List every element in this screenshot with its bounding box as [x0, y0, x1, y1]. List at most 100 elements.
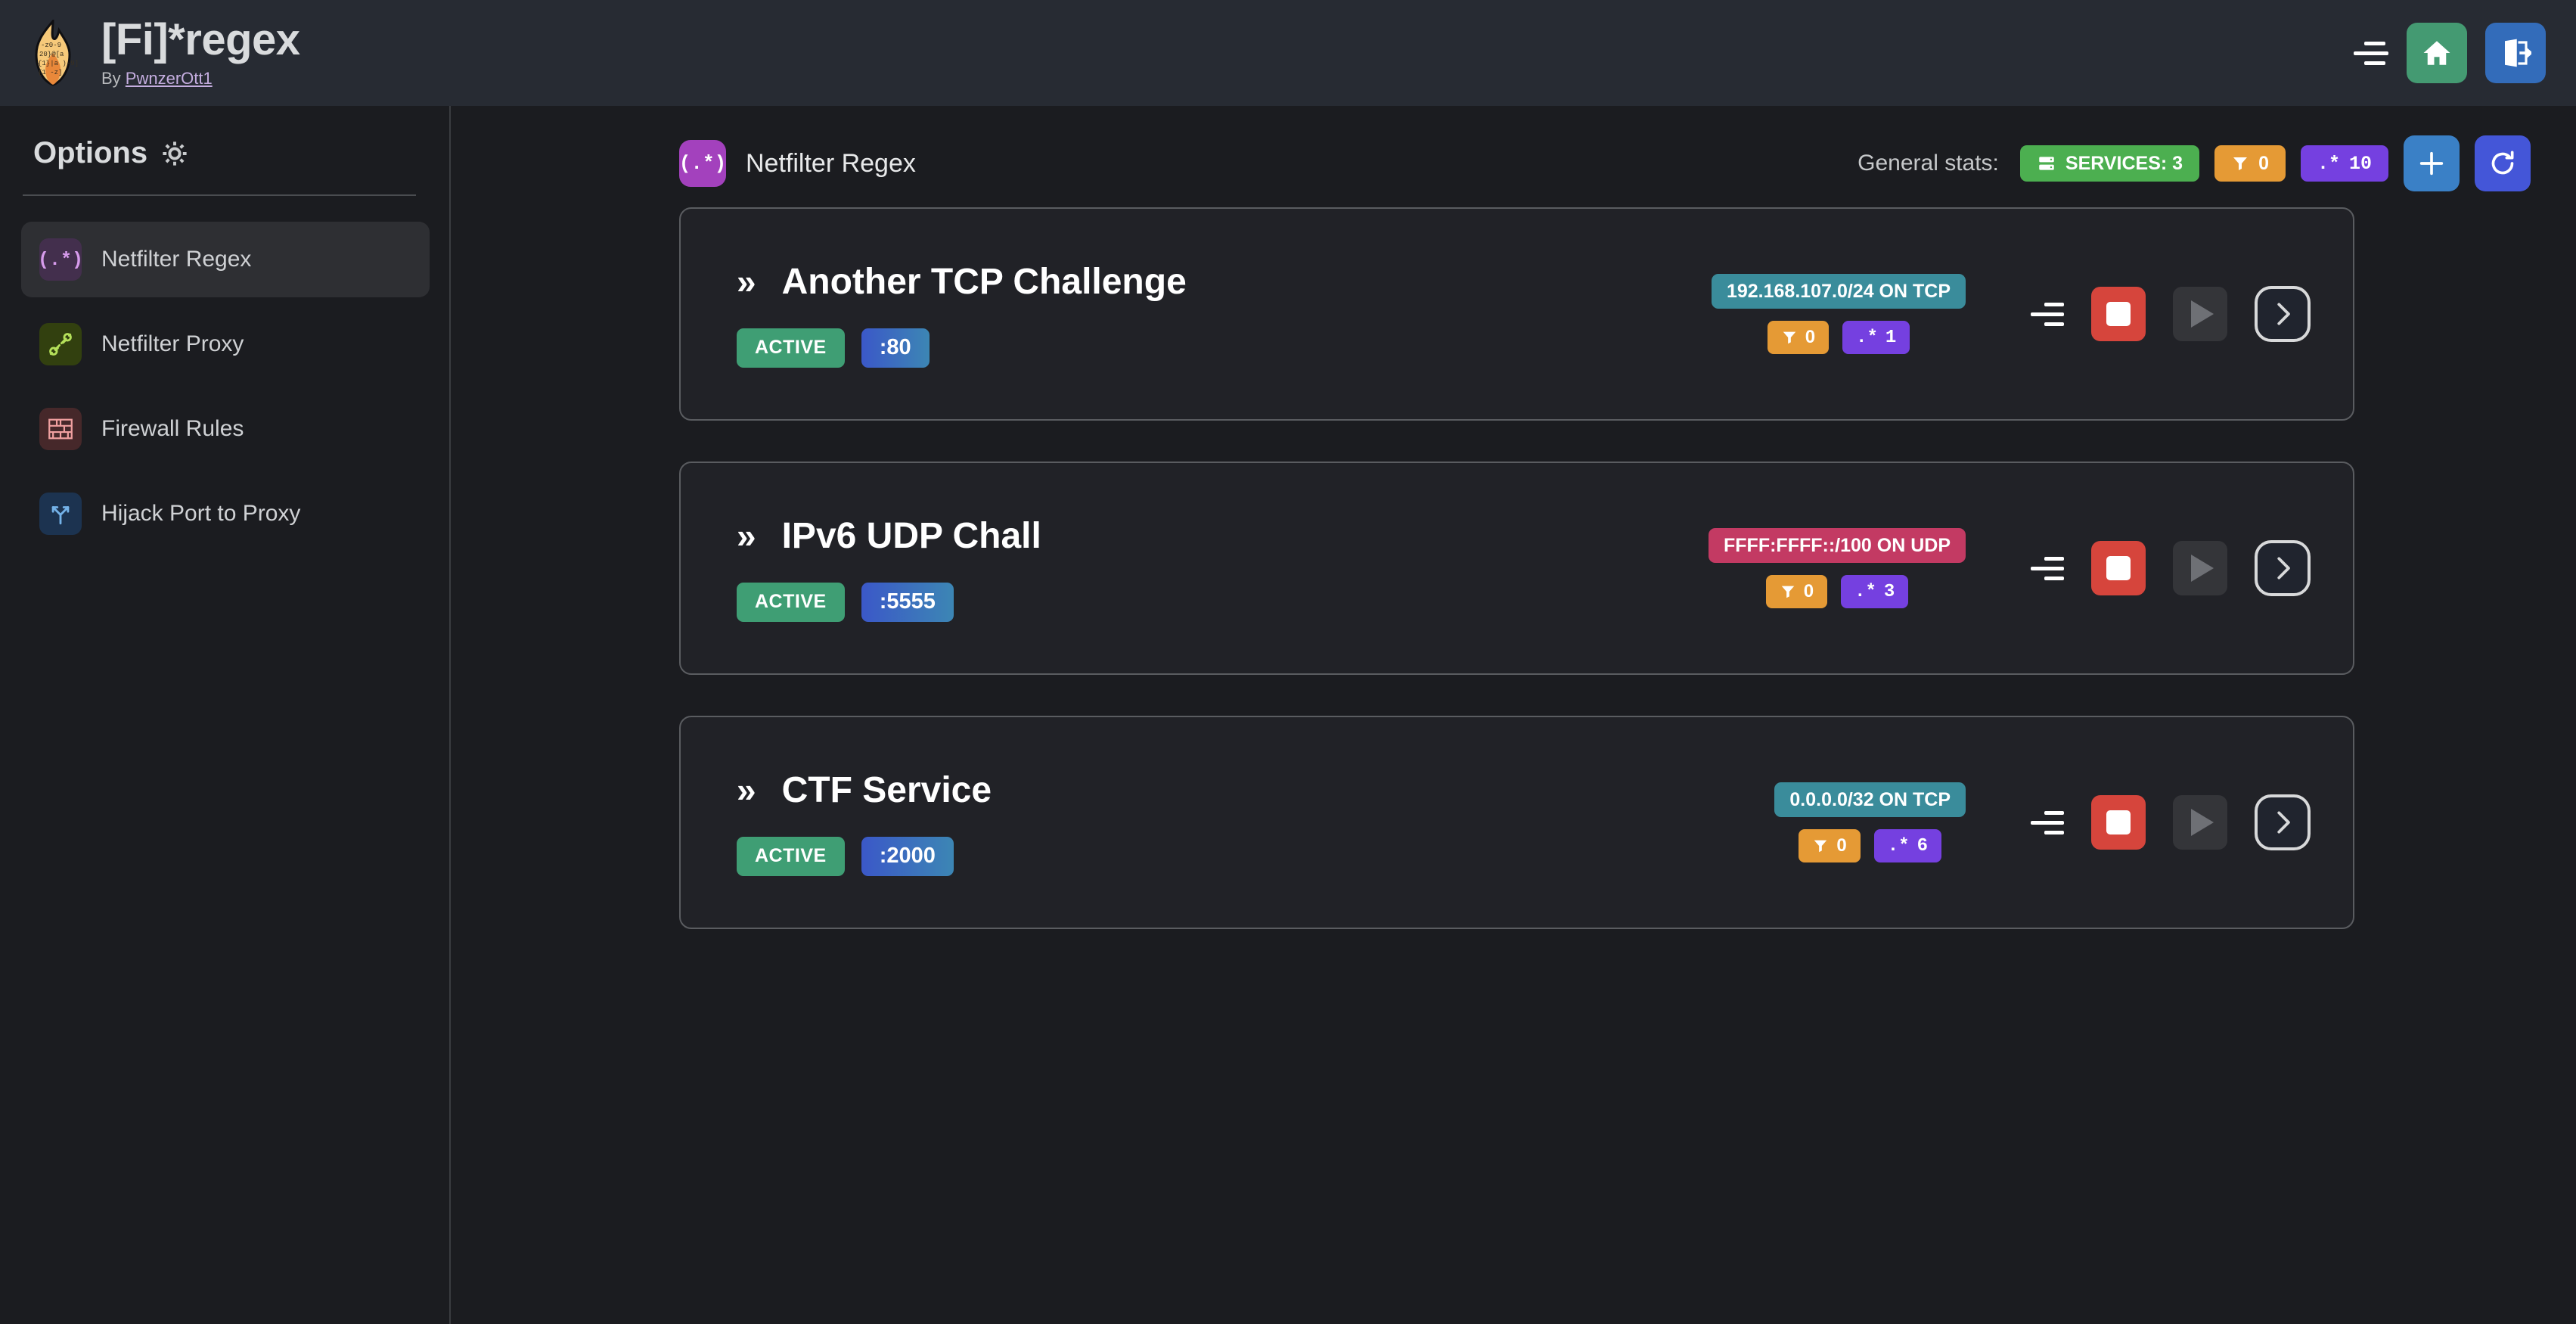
author-link[interactable]: PwnzerOtt1	[125, 68, 213, 88]
lines-menu-icon[interactable]	[2031, 302, 2064, 326]
sidebar-item-label: Netfilter Proxy	[101, 331, 244, 356]
expand-button[interactable]	[2255, 286, 2311, 342]
regex-icon: (.*)	[679, 140, 726, 187]
service-card[interactable]: » IPv6 UDP Chall ACTIVE :5555 FFFF:FFFF:…	[679, 462, 2354, 675]
options-label: Options	[33, 136, 148, 169]
stop-button[interactable]	[2091, 287, 2146, 341]
status-badge-filters: 0	[2214, 145, 2286, 182]
status-badge: ACTIVE	[737, 328, 845, 368]
refresh-icon	[2491, 151, 2514, 175]
stop-button[interactable]	[2091, 795, 2146, 850]
expand-button[interactable]	[2255, 794, 2311, 850]
filter-icon	[1814, 840, 1827, 853]
service-counters: 0 .* 1	[1767, 321, 1910, 354]
sidebar-item-netfilter-proxy[interactable]: Netfilter Proxy	[21, 306, 430, 382]
play-button[interactable]	[2173, 287, 2227, 341]
service-actions: FFFF:FFFF::/100 ON UDP 0 .* 3	[1709, 528, 2311, 608]
service-card[interactable]: » Another TCP Challenge ACTIVE :80 192.1…	[679, 207, 2354, 421]
play-button[interactable]	[2173, 541, 2227, 595]
expand-button[interactable]	[2255, 540, 2311, 596]
service-info: » IPv6 UDP Chall ACTIVE :5555	[737, 515, 1041, 622]
service-title-row: » CTF Service	[737, 769, 992, 811]
author-line: By PwnzerOtt1	[101, 69, 300, 89]
network-badge: 192.168.107.0/24 ON TCP	[1711, 274, 1966, 309]
gear-icon	[163, 141, 187, 166]
lines-menu-icon[interactable]	[2031, 556, 2064, 580]
service-counters: 0 .* 6	[1799, 829, 1941, 862]
regex-glyph-icon: .*	[1887, 835, 1910, 856]
sidebar-item-hijack-port-to-proxy[interactable]: Hijack Port to Proxy	[21, 476, 430, 552]
service-controls	[2031, 540, 2311, 596]
regex-count: 10	[2348, 152, 2372, 175]
lines-menu-icon[interactable]	[2031, 810, 2064, 834]
svg-text:{1 -z]: {1 -z]	[38, 69, 62, 76]
chevron-right-icon	[2277, 811, 2290, 834]
chevron-right-icon	[2277, 303, 2290, 325]
main-content: (.*) Netfilter Regex General stats: SERV…	[452, 106, 2576, 1324]
regex-glyph-icon: .*	[2317, 152, 2340, 175]
sidebar-item-label: Firewall Rules	[101, 416, 244, 441]
service-badges: ACTIVE :5555	[737, 582, 1041, 622]
service-list: » Another TCP Challenge ACTIVE :80 192.1…	[452, 189, 2576, 929]
filter-icon	[2233, 157, 2248, 170]
plug-icon	[39, 323, 82, 365]
network-info: 0.0.0.0/32 ON TCP 0 .* 6	[1774, 782, 1966, 862]
filter-count: 0	[2258, 152, 2269, 174]
chevron-right-icon	[2277, 557, 2290, 580]
page-title: Netfilter Regex	[746, 148, 916, 178]
service-badges: ACTIVE :80	[737, 328, 1187, 368]
stop-icon	[2106, 810, 2131, 834]
service-actions: 192.168.107.0/24 ON TCP 0 .* 1	[1711, 274, 2311, 354]
regex-icon: (.*)	[38, 238, 83, 281]
service-title-row: » Another TCP Challenge	[737, 261, 1187, 303]
stop-button[interactable]	[2091, 541, 2146, 595]
plus-icon	[2419, 151, 2444, 176]
regex-count: 1	[1885, 327, 1897, 348]
general-stats-label: General stats:	[1858, 151, 1999, 176]
brick-wall-icon	[39, 408, 82, 450]
network-badge: 0.0.0.0/32 ON TCP	[1774, 782, 1966, 817]
stop-icon	[2106, 302, 2131, 326]
sidebar-item-netfilter-regex[interactable]: (.*) Netfilter Regex	[21, 222, 430, 297]
network-info: FFFF:FFFF::/100 ON UDP 0 .* 3	[1709, 528, 1966, 608]
status-badge: ACTIVE	[737, 582, 845, 622]
service-controls	[2031, 794, 2311, 850]
filter-count: 0	[1803, 581, 1814, 601]
home-button[interactable]	[2407, 23, 2467, 83]
hamburger-icon[interactable]	[2354, 38, 2388, 68]
add-service-button[interactable]	[2404, 135, 2460, 191]
svg-text:{1}|a )-9]: {1}|a )-9]	[38, 60, 79, 67]
stop-icon	[2106, 556, 2131, 580]
network-info: 192.168.107.0/24 ON TCP 0 .* 1	[1711, 274, 1966, 354]
double-chevron-icon: »	[737, 262, 756, 301]
play-button[interactable]	[2173, 795, 2227, 850]
refresh-button[interactable]	[2475, 135, 2531, 191]
server-icon	[2039, 157, 2054, 170]
regex-glyph-icon: .*	[1854, 581, 1876, 602]
play-icon	[2191, 809, 2214, 836]
app-title: [Fi]*regex	[101, 14, 300, 64]
regex-counter: .* 6	[1873, 829, 1941, 862]
page-header: (.*) Netfilter Regex General stats: SERV…	[452, 106, 2576, 191]
service-counters: 0 .* 3	[1765, 575, 1909, 608]
brand: -z0-9 20}@[a {1}|a )-9] {1 -z] [Fi]*rege…	[0, 14, 300, 89]
regex-count: 3	[1883, 581, 1895, 602]
service-name: IPv6 UDP Chall	[781, 515, 1041, 556]
filter-counter: 0	[1799, 829, 1861, 862]
route-fork-icon	[39, 493, 82, 535]
home-icon	[2423, 41, 2450, 65]
status-badge-regexes: .* 10	[2300, 145, 2388, 182]
status-badge: ACTIVE	[737, 836, 845, 876]
filter-counter: 0	[1767, 321, 1830, 354]
service-controls	[2031, 286, 2311, 342]
service-card[interactable]: » CTF Service ACTIVE :2000 0.0.0.0/32 ON…	[679, 716, 2354, 929]
regex-counter: .* 1	[1842, 321, 1910, 354]
svg-text:20}@[a: 20}@[a	[39, 51, 64, 58]
status-badge-services: SERVICES: 3	[2019, 145, 2200, 182]
sidebar-item-firewall-rules[interactable]: Firewall Rules	[21, 391, 430, 467]
top-bar: -z0-9 20}@[a {1}|a )-9] {1 -z] [Fi]*rege…	[0, 0, 2576, 106]
service-title-row: » IPv6 UDP Chall	[737, 515, 1041, 557]
services-count-label: SERVICES: 3	[2065, 152, 2183, 174]
options-heading: Options	[0, 106, 449, 170]
logout-button[interactable]	[2485, 23, 2546, 83]
